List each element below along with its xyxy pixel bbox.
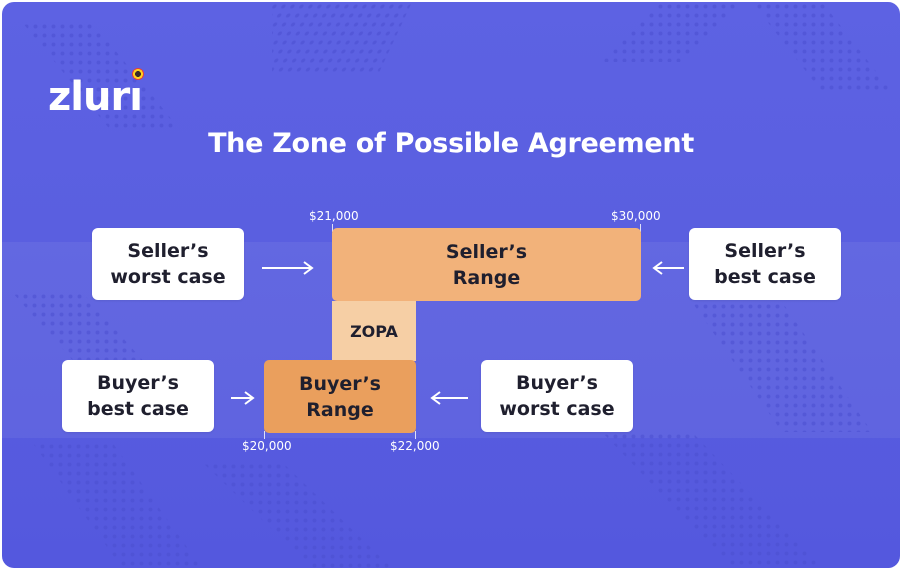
- arrow-right-icon: [262, 261, 314, 275]
- zopa-overlap: ZOPA: [332, 301, 416, 361]
- page-title: The Zone of Possible Agreement: [208, 128, 694, 159]
- sellers-range-bar: Seller’s Range: [332, 228, 641, 301]
- dot-pattern-top-right: [602, 2, 892, 92]
- arrow-right-icon: [231, 391, 255, 405]
- buyers-best-case-label: Buyer’s best case: [87, 372, 189, 420]
- price-buyers-min: $20,000: [242, 439, 292, 453]
- price-sellers-max: $30,000: [611, 209, 661, 223]
- zluri-logo: zlurı: [48, 74, 143, 120]
- arrow-left-icon: [430, 391, 468, 405]
- buyers-range-label: Buyer’s Range: [299, 372, 381, 421]
- buyers-best-case-card: Buyer’s best case: [62, 360, 214, 432]
- sellers-worst-case-card: Seller’s worst case: [92, 228, 244, 300]
- sellers-worst-case-label: Seller’s worst case: [110, 240, 226, 288]
- buyers-range-bar: Buyer’s Range: [264, 360, 416, 433]
- price-sellers-min: $21,000: [309, 209, 359, 223]
- sellers-best-case-card: Seller’s best case: [689, 228, 841, 300]
- tick-sellers-min: [332, 224, 333, 232]
- dot-pattern-bottom-right: [602, 432, 822, 568]
- tick-sellers-max: [640, 224, 641, 232]
- tick-buyers-max: [415, 431, 416, 439]
- buyers-worst-case-label: Buyer’s worst case: [499, 372, 615, 420]
- sellers-best-case-label: Seller’s best case: [714, 240, 816, 288]
- logo-dot-icon: [132, 68, 144, 80]
- dot-pattern-right-middle: [692, 302, 872, 432]
- dot-pattern-bottom-center: [202, 462, 392, 568]
- zopa-label: ZOPA: [350, 321, 398, 341]
- dot-pattern-left-middle: [12, 292, 162, 382]
- dot-pattern-top-center: [272, 2, 412, 72]
- tick-buyers-min: [264, 431, 265, 439]
- buyers-worst-case-card: Buyer’s worst case: [481, 360, 633, 432]
- sellers-range-label: Seller’s Range: [445, 240, 528, 289]
- dot-pattern-top-left: [22, 22, 182, 132]
- price-buyers-max: $22,000: [390, 439, 440, 453]
- dot-pattern-bottom-left: [32, 442, 202, 568]
- arrow-left-icon: [652, 261, 684, 275]
